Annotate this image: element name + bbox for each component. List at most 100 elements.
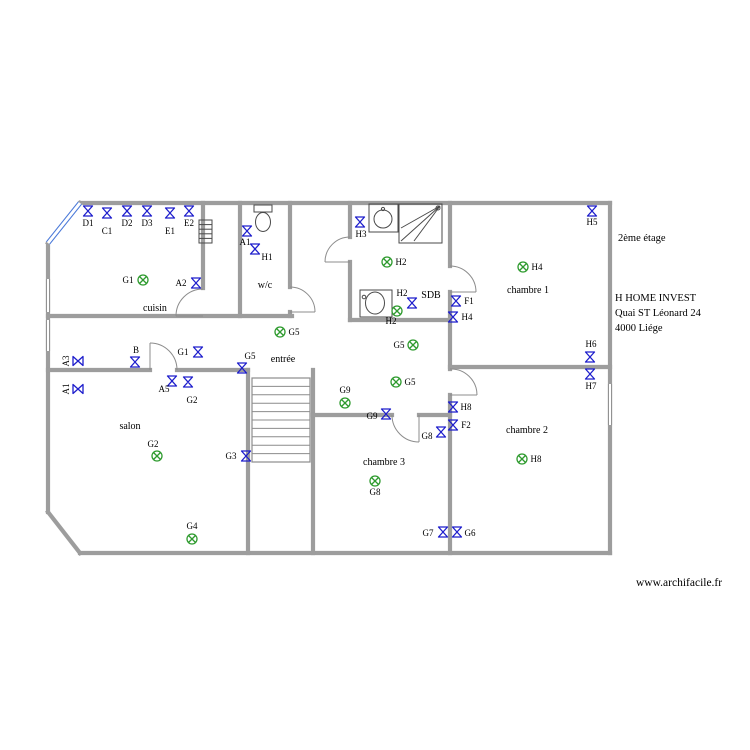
light-icon xyxy=(139,276,147,284)
light-label-G9: G9 xyxy=(340,385,351,395)
switch-label-G3: G3 xyxy=(226,451,237,461)
switch-G9-switch xyxy=(380,408,392,420)
switch-label-F2: F2 xyxy=(461,420,471,430)
switch-icon xyxy=(141,205,153,217)
switch-icon xyxy=(82,205,94,217)
light-label-H2-a: H2 xyxy=(396,257,407,267)
switch-label-G1-switch: G1 xyxy=(178,347,189,357)
light-G5-a xyxy=(274,326,286,338)
switch-G7 xyxy=(437,526,449,538)
light-G9 xyxy=(339,397,351,409)
switch-F2 xyxy=(447,419,459,431)
light-icon xyxy=(341,399,349,407)
light-icon xyxy=(186,533,198,545)
toilet-tank xyxy=(253,204,273,213)
shower-tray xyxy=(398,203,443,244)
switch-icon xyxy=(164,207,176,219)
switch-label-H1: H1 xyxy=(262,252,273,262)
switch-label-H6: H6 xyxy=(586,339,597,349)
switch-icon xyxy=(447,401,459,413)
switch-label-H8-switch: H8 xyxy=(461,402,472,412)
switch-A1 xyxy=(241,225,253,237)
switch-H8-switch xyxy=(447,401,459,413)
watermark-archifacile: www.archifacile.fr xyxy=(636,577,723,589)
switch-label-H5: H5 xyxy=(587,217,598,227)
switch-icon xyxy=(72,355,84,367)
switch-label-B: B xyxy=(133,345,139,355)
switch-icon xyxy=(354,216,366,228)
switch-icon xyxy=(192,346,204,358)
room-label-wc: w/c xyxy=(258,280,273,291)
shower-ray xyxy=(400,205,441,242)
switch-G1-switch xyxy=(192,346,204,358)
door-swing xyxy=(289,286,316,313)
switch-label-H4-switch: H4 xyxy=(462,312,473,322)
room-label-sdb: SDB xyxy=(421,290,441,301)
switch-G2-switch xyxy=(182,376,194,388)
room-label-salon: salon xyxy=(119,421,140,432)
switch-A1-left xyxy=(72,383,84,395)
switch-label-G7: G7 xyxy=(423,528,434,538)
room-label-entree: entrée xyxy=(271,354,296,365)
switch-icon xyxy=(380,408,392,420)
door-swing xyxy=(449,368,478,396)
light-icon xyxy=(276,328,284,336)
light-icon xyxy=(409,341,417,349)
sink-basin xyxy=(373,209,393,229)
sink-counter xyxy=(368,203,399,233)
switch-H1 xyxy=(249,243,261,255)
switch-H3 xyxy=(354,216,366,228)
room-label-chambre-1: chambre 1 xyxy=(507,285,549,296)
door-swing xyxy=(175,288,204,317)
switch-label-D3: D3 xyxy=(142,218,153,228)
light-label-G5-b: G5 xyxy=(394,340,405,350)
switch-C1 xyxy=(101,207,113,219)
switch-E1 xyxy=(164,207,176,219)
light-icon xyxy=(381,256,393,268)
light-G8 xyxy=(369,475,381,487)
switch-icon xyxy=(451,526,463,538)
switch-H2-switch xyxy=(406,297,418,309)
light-H2-a xyxy=(381,256,393,268)
switch-icon xyxy=(129,356,141,368)
light-label-H2-b: H2 xyxy=(386,316,397,326)
switch-icon xyxy=(166,375,178,387)
switch-icon xyxy=(190,277,202,289)
switch-icon xyxy=(183,205,195,217)
switch-icon xyxy=(450,295,462,307)
washbasin-tap xyxy=(361,294,367,300)
switch-H4-switch xyxy=(447,311,459,323)
light-icon xyxy=(518,455,526,463)
switch-label-G9-switch: G9 xyxy=(367,411,378,421)
light-icon xyxy=(369,475,381,487)
switch-icon xyxy=(584,351,596,363)
window xyxy=(45,201,79,243)
switch-icon xyxy=(182,376,194,388)
switch-label-E2: E2 xyxy=(184,218,194,228)
switch-A5 xyxy=(166,375,178,387)
light-label-G1: G1 xyxy=(123,275,134,285)
switch-icon xyxy=(240,450,252,462)
switch-label-A3: A3 xyxy=(61,355,71,366)
light-icon xyxy=(392,378,400,386)
shower-ray xyxy=(400,205,441,229)
light-label-H4: H4 xyxy=(532,262,543,272)
switch-label-G6: G6 xyxy=(465,528,476,538)
light-icon xyxy=(188,535,196,543)
switch-icon xyxy=(435,426,447,438)
switch-H6 xyxy=(584,351,596,363)
switch-icon xyxy=(72,383,84,395)
switch-label-A1-left: A1 xyxy=(61,384,71,395)
switch-label-H2-switch: H2 xyxy=(397,288,408,298)
light-icon xyxy=(407,339,419,351)
light-icon xyxy=(519,263,527,271)
light-G5-c xyxy=(390,376,402,388)
switch-D3 xyxy=(141,205,153,217)
light-icon xyxy=(151,450,163,462)
switch-label-F1: F1 xyxy=(464,296,474,306)
light-label-H8: H8 xyxy=(531,454,542,464)
light-label-G5-c: G5 xyxy=(405,377,416,387)
floor-label: 2ème étage xyxy=(618,233,666,244)
light-label-G4: G4 xyxy=(187,521,198,531)
